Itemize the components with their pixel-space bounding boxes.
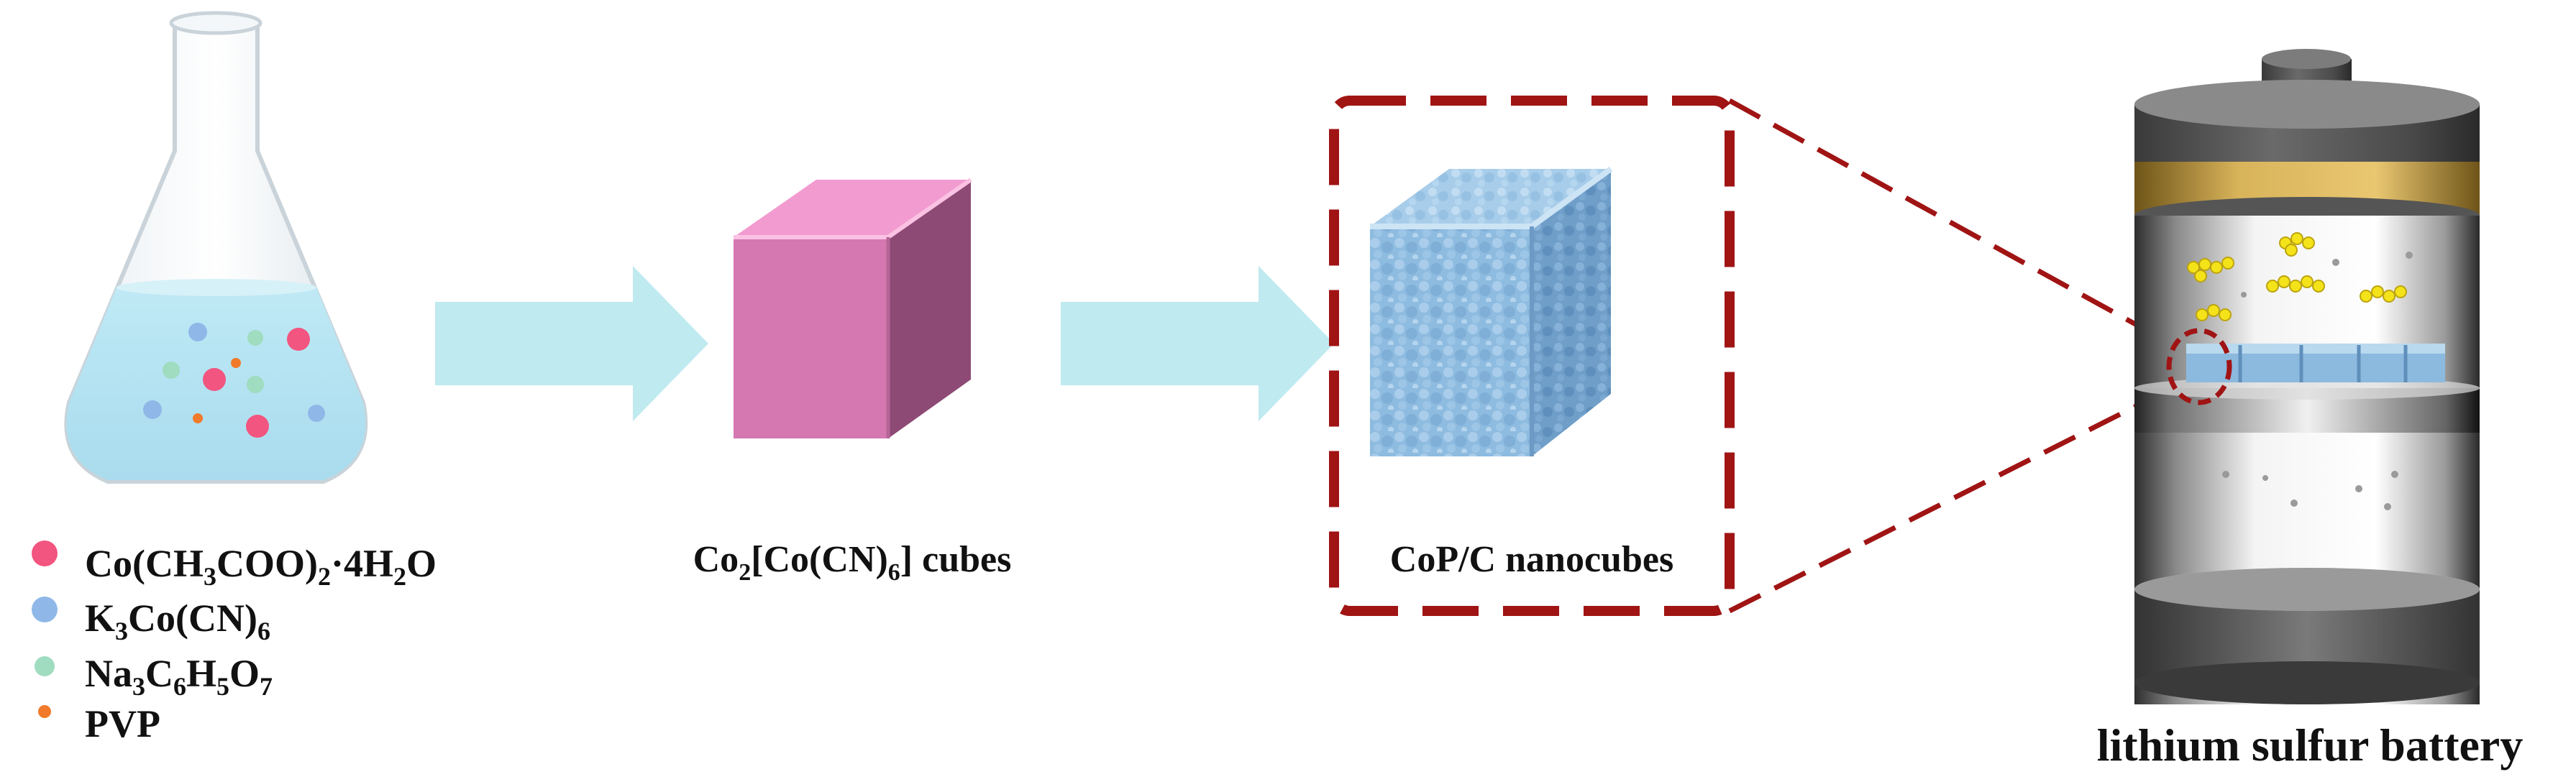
pink-cube-icon xyxy=(734,178,972,438)
legend-dot-potassium-cobalticyanide xyxy=(32,597,58,622)
process-arrow-1 xyxy=(435,266,708,421)
legend-label-pvp: PVP xyxy=(85,702,160,745)
battery-icon xyxy=(2134,49,2480,704)
zoom-line-top xyxy=(1728,98,2188,355)
label-battery: lithium sulfur battery xyxy=(2097,719,2524,770)
erlenmeyer-flask-icon xyxy=(64,11,368,484)
solution-particles xyxy=(143,323,325,438)
porous-blue-cube-icon xyxy=(1370,166,1613,456)
legend-dot-pvp xyxy=(38,705,51,718)
legend-label-potassium-cobalticyanide: K3Co(CN)6 xyxy=(85,597,270,645)
legend-dot-cobalt-acetate xyxy=(32,540,58,566)
reagent-legend: Co(CH3COO)2·4H2O K3Co(CN)6 Na3C6H5O7 PVP xyxy=(32,540,437,745)
sulfur-particles xyxy=(2187,232,2407,321)
highlight-dashed-box xyxy=(1329,96,1735,616)
label-cube-precursor: Co2[Co(CN)6] cubes xyxy=(693,539,1012,586)
legend-label-sodium-citrate: Na3C6H5O7 xyxy=(85,652,273,701)
electrolyte-dots xyxy=(2222,252,2413,510)
label-cop-nanocubes: CoP/C nanocubes xyxy=(1390,539,1673,580)
zoom-highlight-circle xyxy=(2166,328,2232,405)
legend-dot-sodium-citrate xyxy=(35,656,55,676)
legend-label-cobalt-acetate: Co(CH3COO)2·4H2O xyxy=(85,542,437,591)
zoom-line-bottom xyxy=(1728,378,2188,614)
process-arrow-2 xyxy=(1061,266,1334,421)
